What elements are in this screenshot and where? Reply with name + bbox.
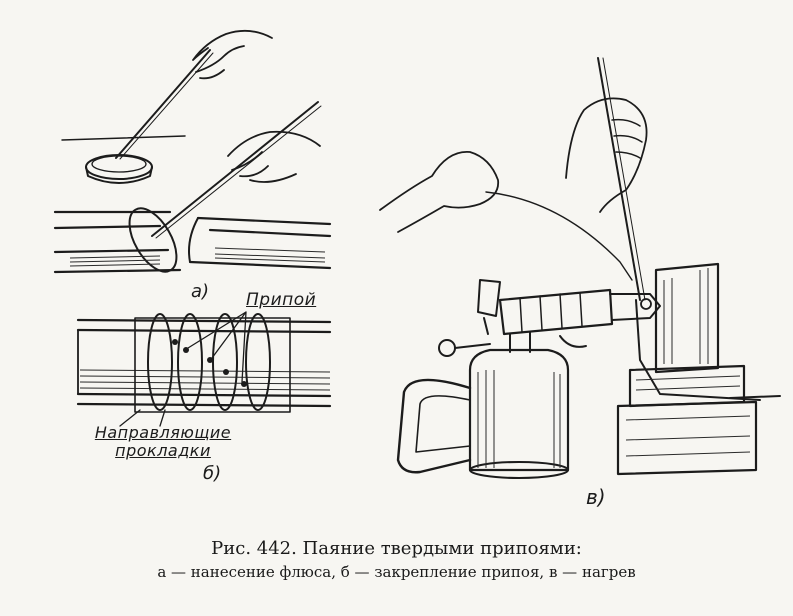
- figure-caption: Рис. 442. Паяние твердыми припоями: а — …: [0, 538, 793, 581]
- part-v-label: в): [586, 485, 606, 509]
- part-a-flux-application: [53, 29, 332, 274]
- solder-label: Припой: [246, 290, 317, 310]
- part-v-heating: [379, 57, 781, 479]
- guides-label: Направляющие прокладки: [58, 424, 268, 460]
- part-a-label: а): [191, 281, 210, 302]
- illustration: [53, 29, 781, 479]
- caption-description: а — нанесение флюса, б — закрепление при…: [157, 563, 636, 581]
- guides-label-line2: прокладки: [115, 441, 211, 460]
- guides-label-line1: Направляющие: [94, 423, 232, 442]
- caption-title: Рис. 442. Паяние твердыми припоями:: [211, 538, 582, 559]
- part-b-solder-fixing: [76, 311, 332, 427]
- part-b-label: б): [203, 463, 222, 484]
